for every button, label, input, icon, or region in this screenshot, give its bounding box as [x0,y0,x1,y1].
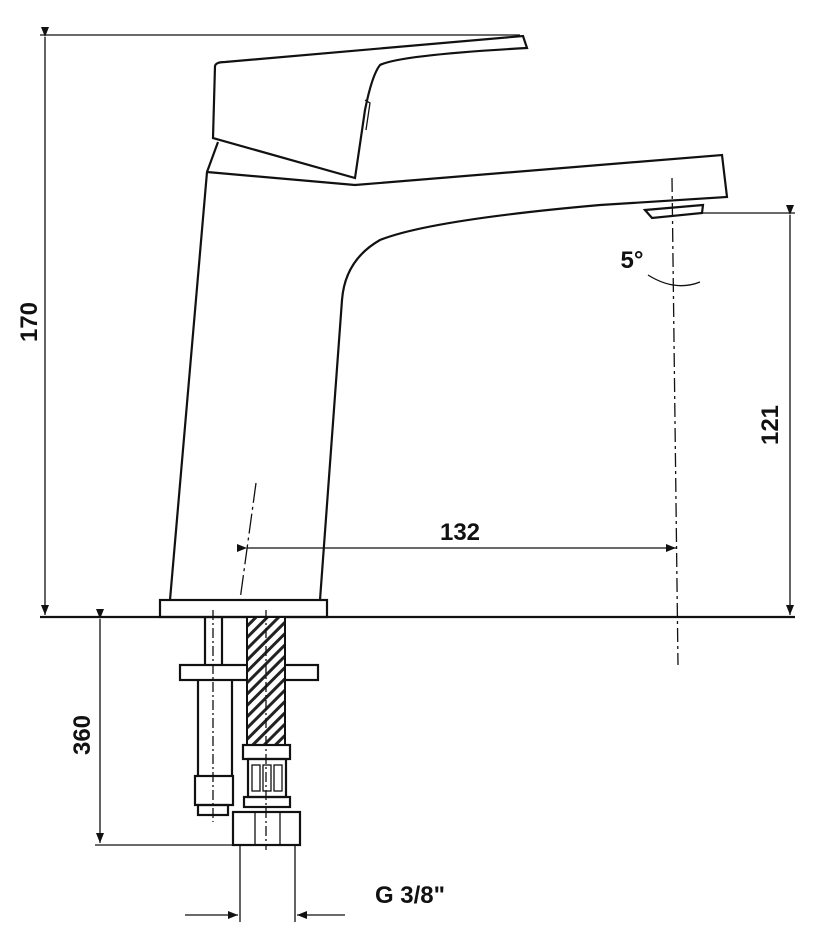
base-plate [158,598,329,619]
dim-label-132: 132 [440,519,480,546]
angle-label: 5° [621,247,644,274]
lever-handle [211,34,529,180]
thread-label: G 3/8" [375,882,445,909]
dim-label-360: 360 [69,715,96,755]
supply-hose [231,610,302,850]
angle-arc [647,274,701,287]
handle-detail [364,99,371,131]
faucet-body [168,141,729,601]
dim-label-170: 170 [16,302,43,342]
spout-centerline [671,177,679,666]
aerator [642,203,705,220]
dim-label-121: 121 [757,405,784,445]
body-centerline [239,482,257,601]
